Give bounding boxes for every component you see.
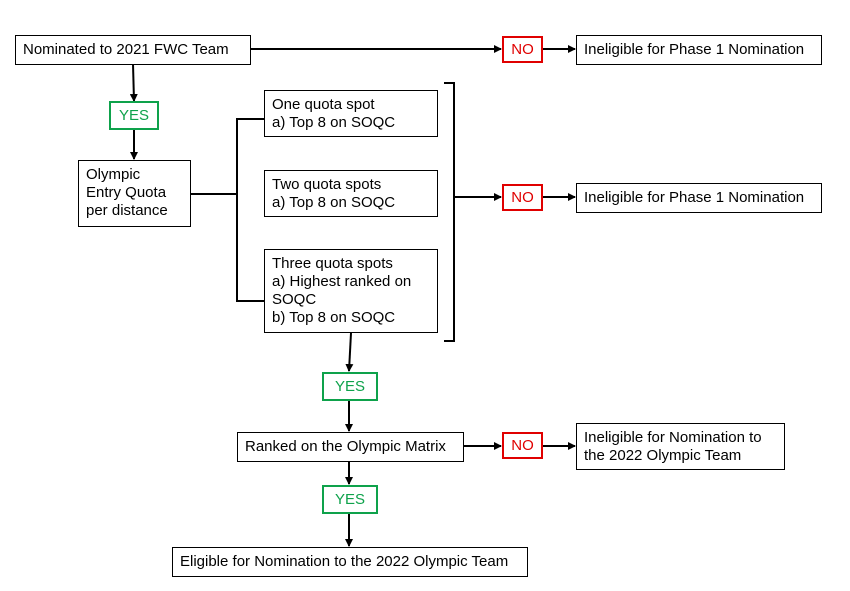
ineligible-2022-line-1: Ineligible for Nomination to (584, 429, 762, 446)
no-badge-bottom: NO (502, 432, 543, 459)
no-badge-top: NO (502, 36, 543, 63)
eligible-label: Eligible for Nomination to the 2022 Olym… (180, 553, 509, 570)
left-bracket (236, 118, 264, 302)
three-quota-line-2: a) Highest ranked on (272, 273, 412, 290)
ranked-matrix-label: Ranked on the Olympic Matrix (245, 438, 446, 455)
one-quota-line-2: a) Top 8 on SOQC (272, 114, 396, 131)
quota-line-2: Entry Quota (86, 184, 167, 201)
yes-badge-bottom: YES (322, 485, 378, 514)
arrow-nominated-to-yes (129, 63, 138, 102)
yes-badge-middle: YES (322, 372, 378, 401)
ineligible-phase1-mid-box: Ineligible for Phase 1 Nomination (576, 183, 822, 213)
nominated-box: Nominated to 2021 FWC Team (15, 35, 251, 65)
two-quota-line-1: Two quota spots (272, 176, 382, 193)
ineligible-phase1-top-box: Ineligible for Phase 1 Nomination (576, 35, 822, 65)
one-quota-box: One quota spot a) Top 8 on SOQC (264, 90, 438, 137)
arrow-three-to-yes (345, 332, 354, 372)
ineligible-2022-line-2: the 2022 Olympic Team (584, 447, 742, 464)
eligible-box: Eligible for Nomination to the 2022 Olym… (172, 547, 528, 577)
ineligible-phase1-top-label: Ineligible for Phase 1 Nomination (584, 41, 805, 58)
nominated-label: Nominated to 2021 FWC Team (23, 41, 229, 58)
right-bracket (444, 82, 455, 342)
olympic-entry-quota-box: Olympic Entry Quota per distance (78, 160, 191, 227)
three-quota-box: Three quota spots a) Highest ranked on S… (264, 249, 438, 333)
one-quota-line-1: One quota spot (272, 96, 375, 113)
three-quota-line-1: Three quota spots (272, 255, 393, 272)
ineligible-2022-box: Ineligible for Nomination to the 2022 Ol… (576, 423, 785, 470)
yes-badge-top: YES (109, 101, 159, 130)
two-quota-box: Two quota spots a) Top 8 on SOQC (264, 170, 438, 217)
quota-line-3: per distance (86, 202, 168, 219)
three-quota-line-4: b) Top 8 on SOQC (272, 309, 396, 326)
three-quota-line-3: SOQC (272, 291, 317, 308)
ranked-matrix-box: Ranked on the Olympic Matrix (237, 432, 464, 462)
ineligible-phase1-mid-label: Ineligible for Phase 1 Nomination (584, 189, 805, 206)
quota-line-1: Olympic (86, 166, 141, 183)
two-quota-line-2: a) Top 8 on SOQC (272, 194, 396, 211)
no-badge-middle: NO (502, 184, 543, 211)
